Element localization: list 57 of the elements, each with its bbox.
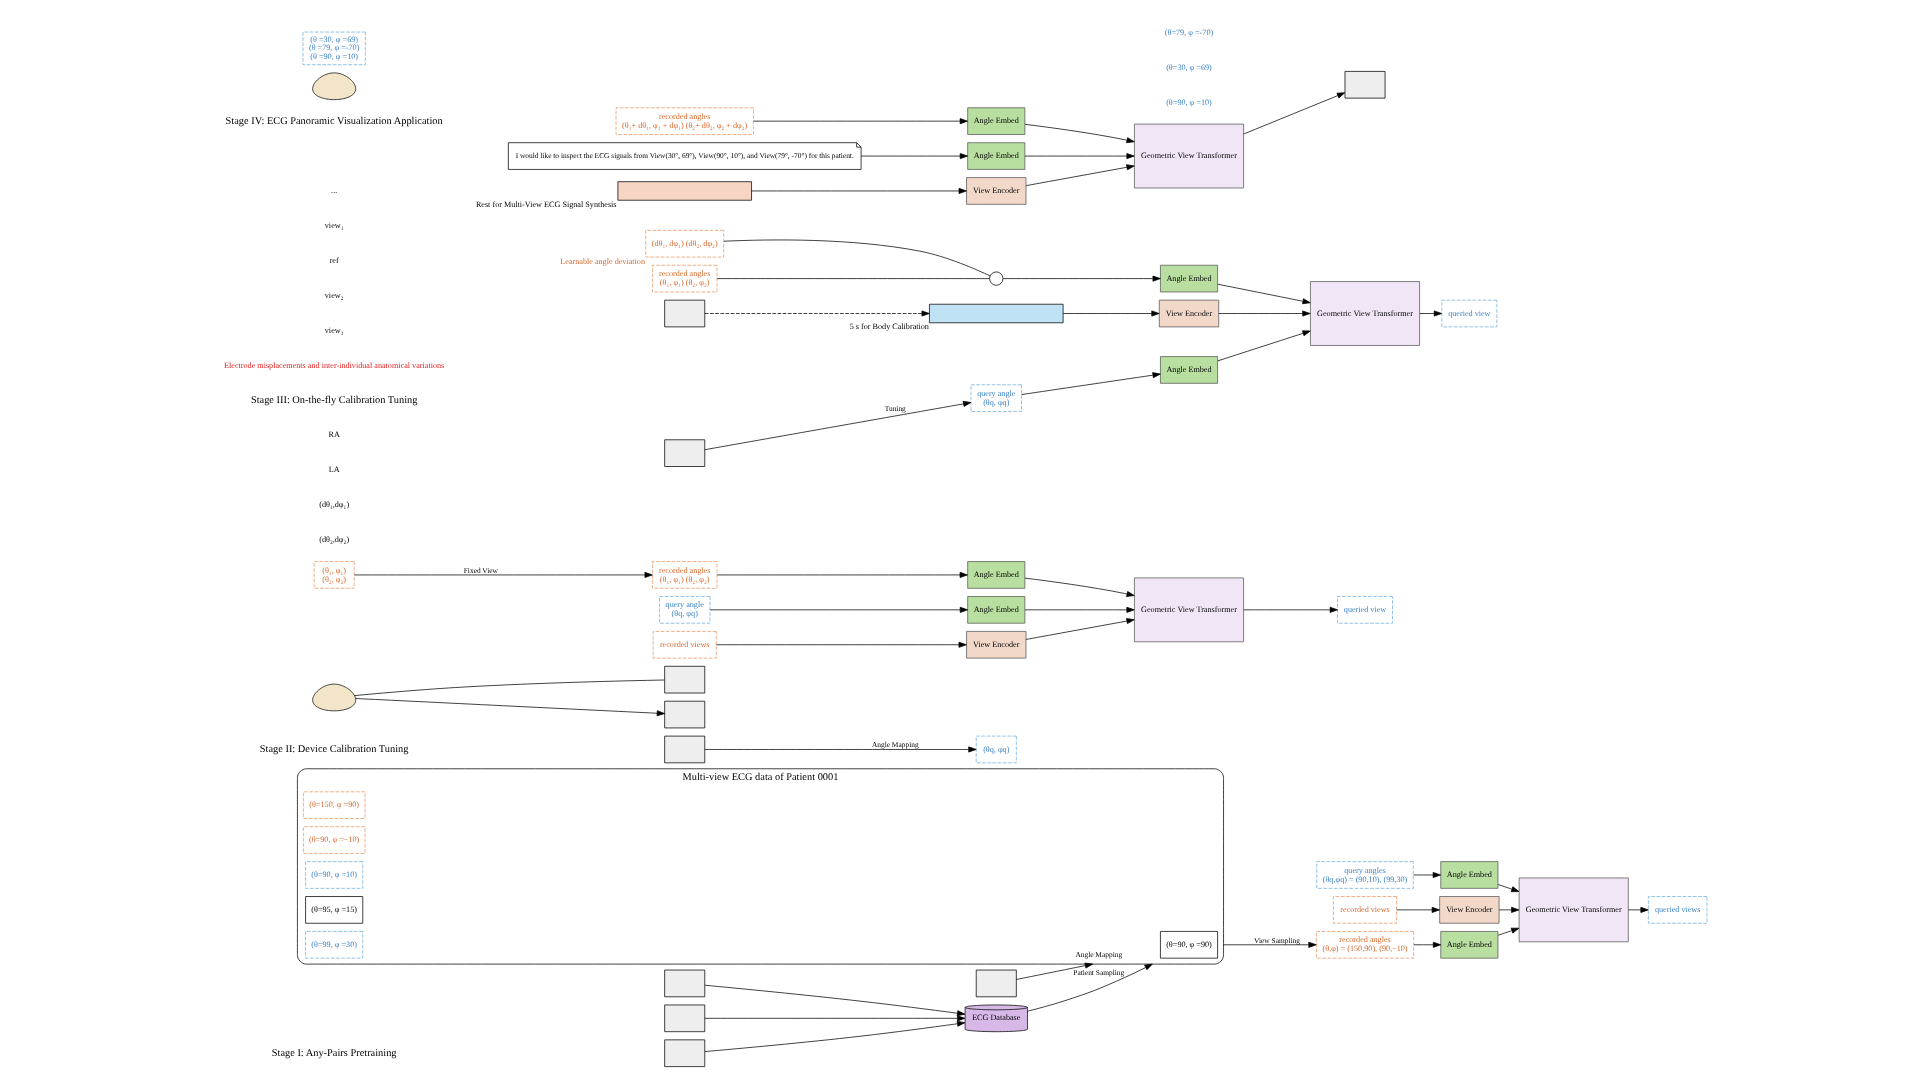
arrow <box>1023 123 1134 144</box>
arrow <box>708 606 967 613</box>
arrow <box>703 1015 965 1022</box>
node-box <box>663 299 705 328</box>
arrow <box>714 641 966 648</box>
node-box <box>663 735 705 764</box>
arrow <box>1001 275 1160 282</box>
arrow <box>1023 153 1134 160</box>
arrow <box>859 153 967 160</box>
arrow <box>1222 941 1316 948</box>
arrow <box>1024 618 1134 640</box>
arrow <box>1216 283 1310 305</box>
arrow <box>703 310 929 317</box>
node-person <box>311 683 356 712</box>
node-circle <box>988 271 1003 286</box>
connector <box>353 679 664 696</box>
arrow <box>1242 92 1345 135</box>
arrow <box>715 571 967 578</box>
arrow <box>1026 963 1152 1012</box>
node-box <box>663 439 705 467</box>
node-box <box>974 969 1016 998</box>
node-person <box>311 72 356 100</box>
arrow <box>703 400 971 451</box>
node-box <box>1343 71 1385 99</box>
arrow <box>1015 962 1093 980</box>
node-bar <box>616 181 751 201</box>
arrow <box>1627 906 1648 913</box>
arrow <box>1395 906 1439 913</box>
node-box <box>663 1039 705 1067</box>
arrow <box>1496 884 1519 892</box>
arrow <box>354 698 664 717</box>
arrow <box>1217 310 1310 317</box>
connector <box>715 278 989 279</box>
arrow <box>1242 606 1337 613</box>
arrow <box>1062 310 1159 317</box>
arrow <box>1412 872 1440 878</box>
arrow <box>1023 606 1134 613</box>
arrow <box>1024 164 1134 187</box>
node-box <box>663 665 705 694</box>
arrow <box>1023 577 1134 597</box>
arrow <box>750 188 966 194</box>
arrow <box>1020 372 1160 395</box>
arrow <box>703 1020 965 1052</box>
node-box <box>663 969 705 998</box>
node-box <box>663 700 705 729</box>
arrow <box>1216 330 1310 362</box>
arrow <box>1497 906 1519 913</box>
arrow <box>703 746 976 753</box>
arrow <box>1418 310 1442 317</box>
arrow <box>1496 927 1519 936</box>
node-box <box>663 1004 705 1033</box>
arrow <box>1412 941 1441 948</box>
arrow <box>752 118 967 125</box>
arrow <box>353 571 652 578</box>
node-bar <box>928 303 1063 324</box>
connector <box>722 239 990 277</box>
arrow <box>703 984 965 1017</box>
